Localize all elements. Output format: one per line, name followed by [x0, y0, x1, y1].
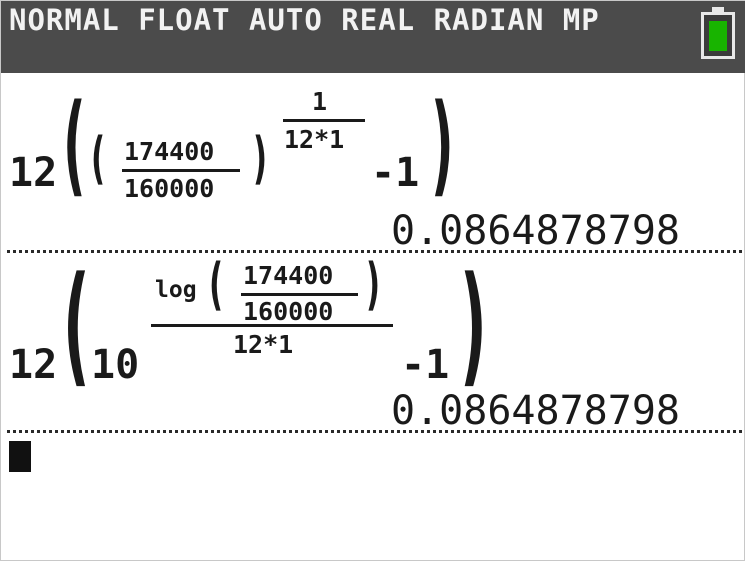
- expression-2-minus-one: -1: [401, 342, 450, 388]
- result-1[interactable]: 0.0864878798: [391, 208, 680, 254]
- expression-1-close-inner-paren: ): [253, 126, 268, 191]
- expression-1-open-outer-paren: (: [63, 80, 86, 208]
- expression-1-coefficient: 12: [9, 150, 58, 196]
- block-cursor[interactable]: [9, 441, 31, 472]
- expression-2-close-outer-paren: ): [460, 248, 487, 400]
- expression-2-close-inner-paren: ): [366, 252, 381, 317]
- expression-2-inner-fraction-bar: [241, 293, 358, 296]
- expression-1-minus-one: -1: [371, 150, 420, 196]
- expression-2-numerator: 174400: [243, 261, 334, 290]
- battery-full-icon: [701, 12, 735, 59]
- history-separator-2: [7, 430, 742, 433]
- expression-2-log-function: log: [155, 277, 197, 303]
- expression-2-base: 10: [91, 342, 140, 388]
- expression-1-open-inner-paren: (: [91, 126, 106, 191]
- expression-1-exponent-denominator: 12*1: [284, 125, 345, 154]
- expression-2-exponent-bar: [151, 324, 393, 327]
- expression-2-denominator: 160000: [243, 297, 334, 326]
- expression-1-numerator: 174400: [124, 137, 215, 166]
- expression-2-coefficient: 12: [9, 342, 58, 388]
- result-2[interactable]: 0.0864878798: [391, 388, 680, 434]
- expression-1-exponent-numerator: 1: [312, 87, 328, 116]
- status-bar: NORMAL FLOAT AUTO REAL RADIAN MP: [1, 1, 745, 73]
- history-separator-1: [7, 250, 742, 253]
- battery-terminal: [712, 7, 724, 13]
- expression-1-denominator: 160000: [124, 174, 215, 203]
- expression-1-exponent-bar: [283, 119, 365, 122]
- expression-2-open-inner-paren: (: [209, 252, 224, 317]
- expression-2-exponent-denominator: 12*1: [233, 330, 294, 359]
- mode-status-text: NORMAL FLOAT AUTO REAL RADIAN MP: [9, 3, 600, 37]
- expression-1-fraction-bar: [122, 169, 240, 172]
- battery-level-fill: [709, 21, 727, 51]
- expression-1-close-outer-paren: ): [431, 80, 454, 208]
- expression-2-open-outer-paren: (: [63, 248, 90, 400]
